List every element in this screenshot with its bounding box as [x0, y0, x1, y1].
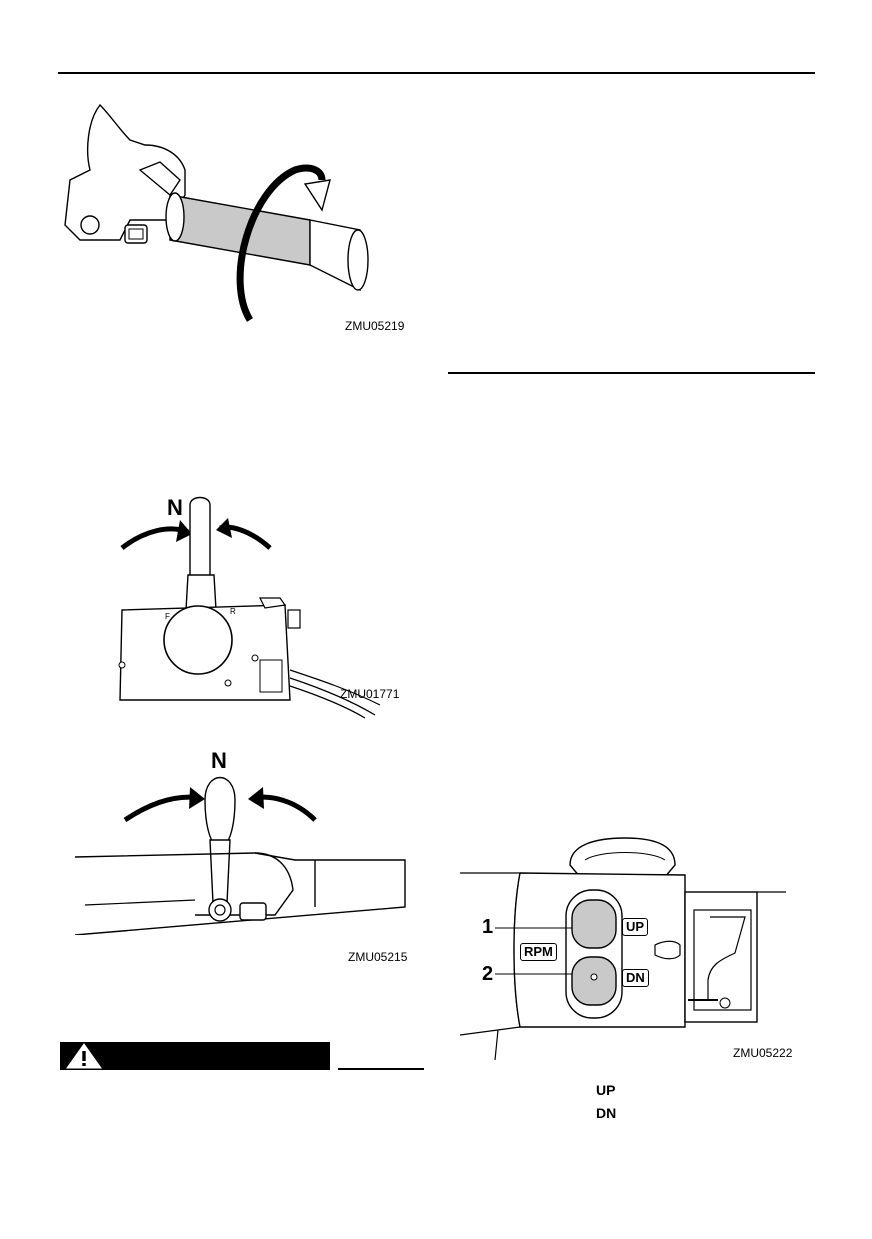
top-mount-remote-illustration [75, 776, 406, 935]
side-mount-remote-illustration [118, 496, 381, 719]
neutral-label-top: N [211, 748, 227, 773]
header-rule [58, 72, 815, 74]
callout-1: 1 [482, 916, 494, 938]
warning-bar [60, 1042, 330, 1070]
rpm-switch-illustration [460, 837, 786, 1060]
warning-triangle-icon [66, 1043, 102, 1069]
lever-r-label: R [230, 607, 236, 616]
warning-underline [338, 1068, 424, 1070]
throttle-grip-illustration [64, 103, 369, 322]
callout-2: 2 [482, 963, 494, 985]
figure-code-rpm-switch: ZMU05222 [733, 1046, 793, 1060]
dn-tag: DN [622, 969, 649, 987]
lever-f-label: F [165, 612, 170, 621]
neutral-label-side: N [167, 495, 183, 520]
legend-dn: DN [596, 1105, 617, 1121]
figure-code-top-remote: ZMU05215 [348, 950, 408, 964]
rpm-tag: RPM [520, 943, 557, 961]
up-tag: UP [622, 918, 649, 936]
legend-up: UP [596, 1082, 616, 1098]
figure-code-throttle: ZMU05219 [345, 319, 405, 333]
section-rule [448, 372, 815, 374]
figure-code-side-remote: ZMU01771 [340, 687, 400, 701]
